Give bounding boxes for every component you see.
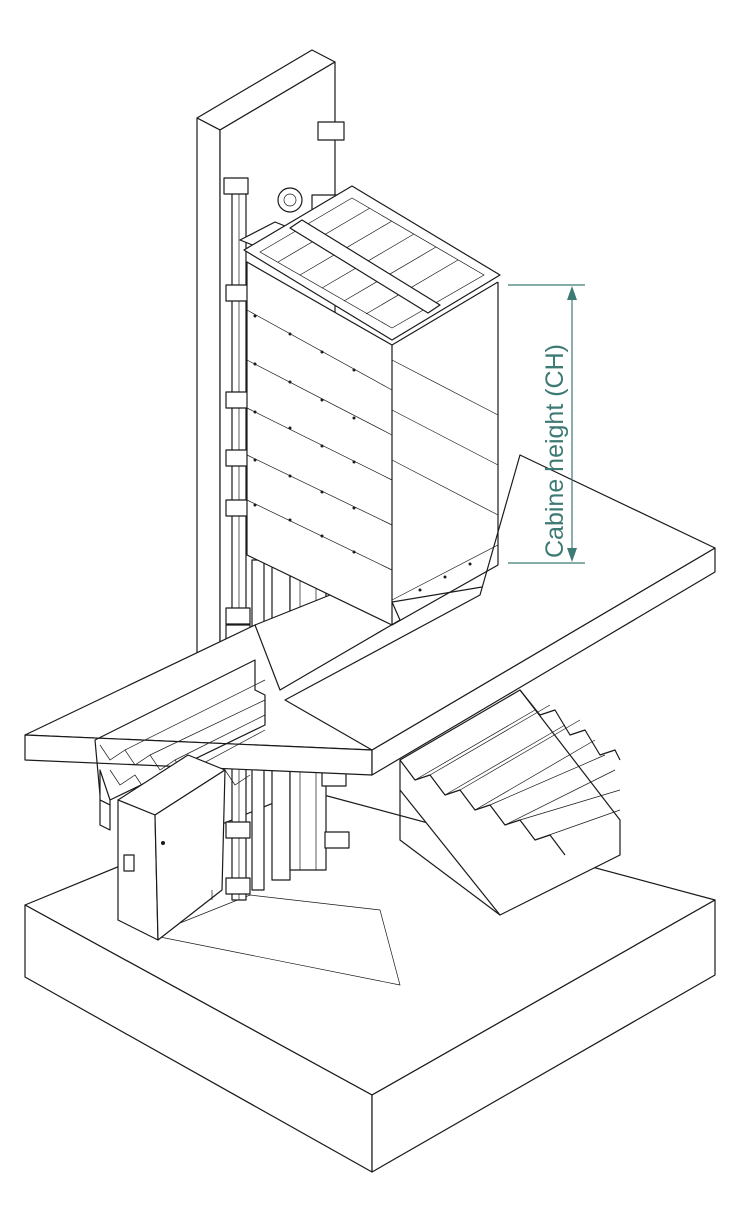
control-cabinet bbox=[117, 754, 226, 941]
cabine-height-dimension: Cabine height (CH) bbox=[508, 284, 585, 564]
dimension-arrow-bottom bbox=[567, 548, 577, 562]
dimension-label: Cabine height (CH) bbox=[541, 344, 569, 558]
lower-staircase bbox=[399, 689, 621, 916]
lift-cabine bbox=[243, 185, 501, 626]
dimension-arrow-top bbox=[567, 286, 577, 300]
